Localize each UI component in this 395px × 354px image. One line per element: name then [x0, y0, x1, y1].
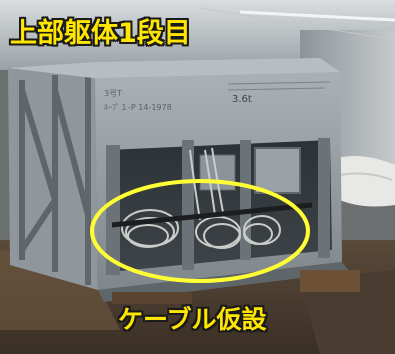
caption-bottom: ケーブル仮設	[118, 305, 267, 334]
timber	[300, 270, 360, 292]
panel-scribble	[227, 87, 326, 91]
weight-mark: 3.6t	[232, 94, 252, 105]
steel-frames	[106, 138, 330, 275]
side-truss	[19, 70, 91, 285]
caption-top: 上部躯体1段目	[10, 18, 191, 49]
panel-note-1: 3号T	[104, 89, 122, 98]
panel-scribble	[227, 81, 331, 85]
highlight-ellipse	[90, 179, 310, 283]
panel-note-2: ﾙｰﾌﾟ１-P 14-1978	[104, 103, 172, 112]
ceiling-light	[239, 10, 395, 22]
cable-strap	[111, 202, 313, 228]
inner-panel	[254, 147, 301, 194]
tarp-fold	[339, 172, 393, 181]
tarp	[330, 156, 395, 207]
timber	[112, 292, 192, 304]
ceiling-beam	[199, 7, 395, 41]
